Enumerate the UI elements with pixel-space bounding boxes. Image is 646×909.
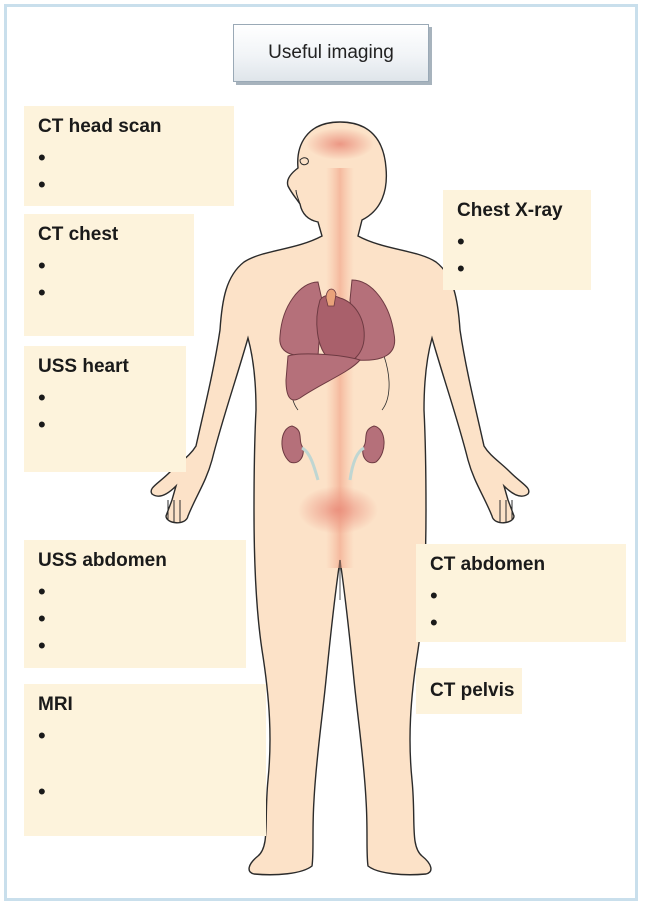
bullet-list [38,384,186,438]
box-title: Chest X-ray [457,200,563,221]
title-box: Useful imaging [233,24,429,82]
bullet-item [38,632,246,659]
liver [285,353,361,401]
box-ct-chest: CT chest [24,214,194,336]
bullet-item [38,605,246,632]
bullet-item [38,722,266,778]
bullet-item [38,144,234,171]
head-highlight [306,128,374,160]
box-ct-abdomen: CT abdomen [416,544,626,642]
box-uss-abdomen: USS abdomen [24,540,246,668]
bullet-list [38,722,266,805]
aorta [325,288,337,307]
ureters [301,446,365,481]
box-title: CT pelvis [430,680,515,701]
bullet-list [457,228,591,282]
bullet-item [430,582,626,609]
bullet-list [38,578,246,659]
bullet-item [430,609,626,636]
box-uss-heart: USS heart [24,346,186,472]
bullet-list [38,144,234,198]
bullet-list [430,582,626,636]
bullet-list [38,252,194,306]
pelvis-highlight [298,486,378,534]
bullet-item [457,228,591,255]
hand-details [167,500,513,522]
left-kidney [281,425,304,464]
bullet-item [38,384,186,411]
box-ct-pelvis: CT pelvis [416,668,522,714]
box-title: USS abdomen [38,550,167,571]
bullet-item [38,778,266,805]
bullet-item [457,255,591,282]
bullet-item [38,171,234,198]
right-kidney [362,425,385,464]
page-title: Useful imaging [268,42,394,63]
box-mri: MRI [24,684,266,836]
bullet-item [38,578,246,605]
box-title: CT chest [38,224,119,245]
bullet-item [38,252,194,279]
bullet-item [38,411,186,438]
face-details [295,157,309,205]
bullet-item [38,279,194,306]
box-title: CT abdomen [430,554,546,575]
box-title: MRI [38,694,73,715]
box-chest-xray: Chest X-ray [443,190,591,290]
box-title: USS heart [38,356,129,377]
box-title: CT head scan [38,116,162,137]
box-ct-head: CT head scan [24,106,234,206]
